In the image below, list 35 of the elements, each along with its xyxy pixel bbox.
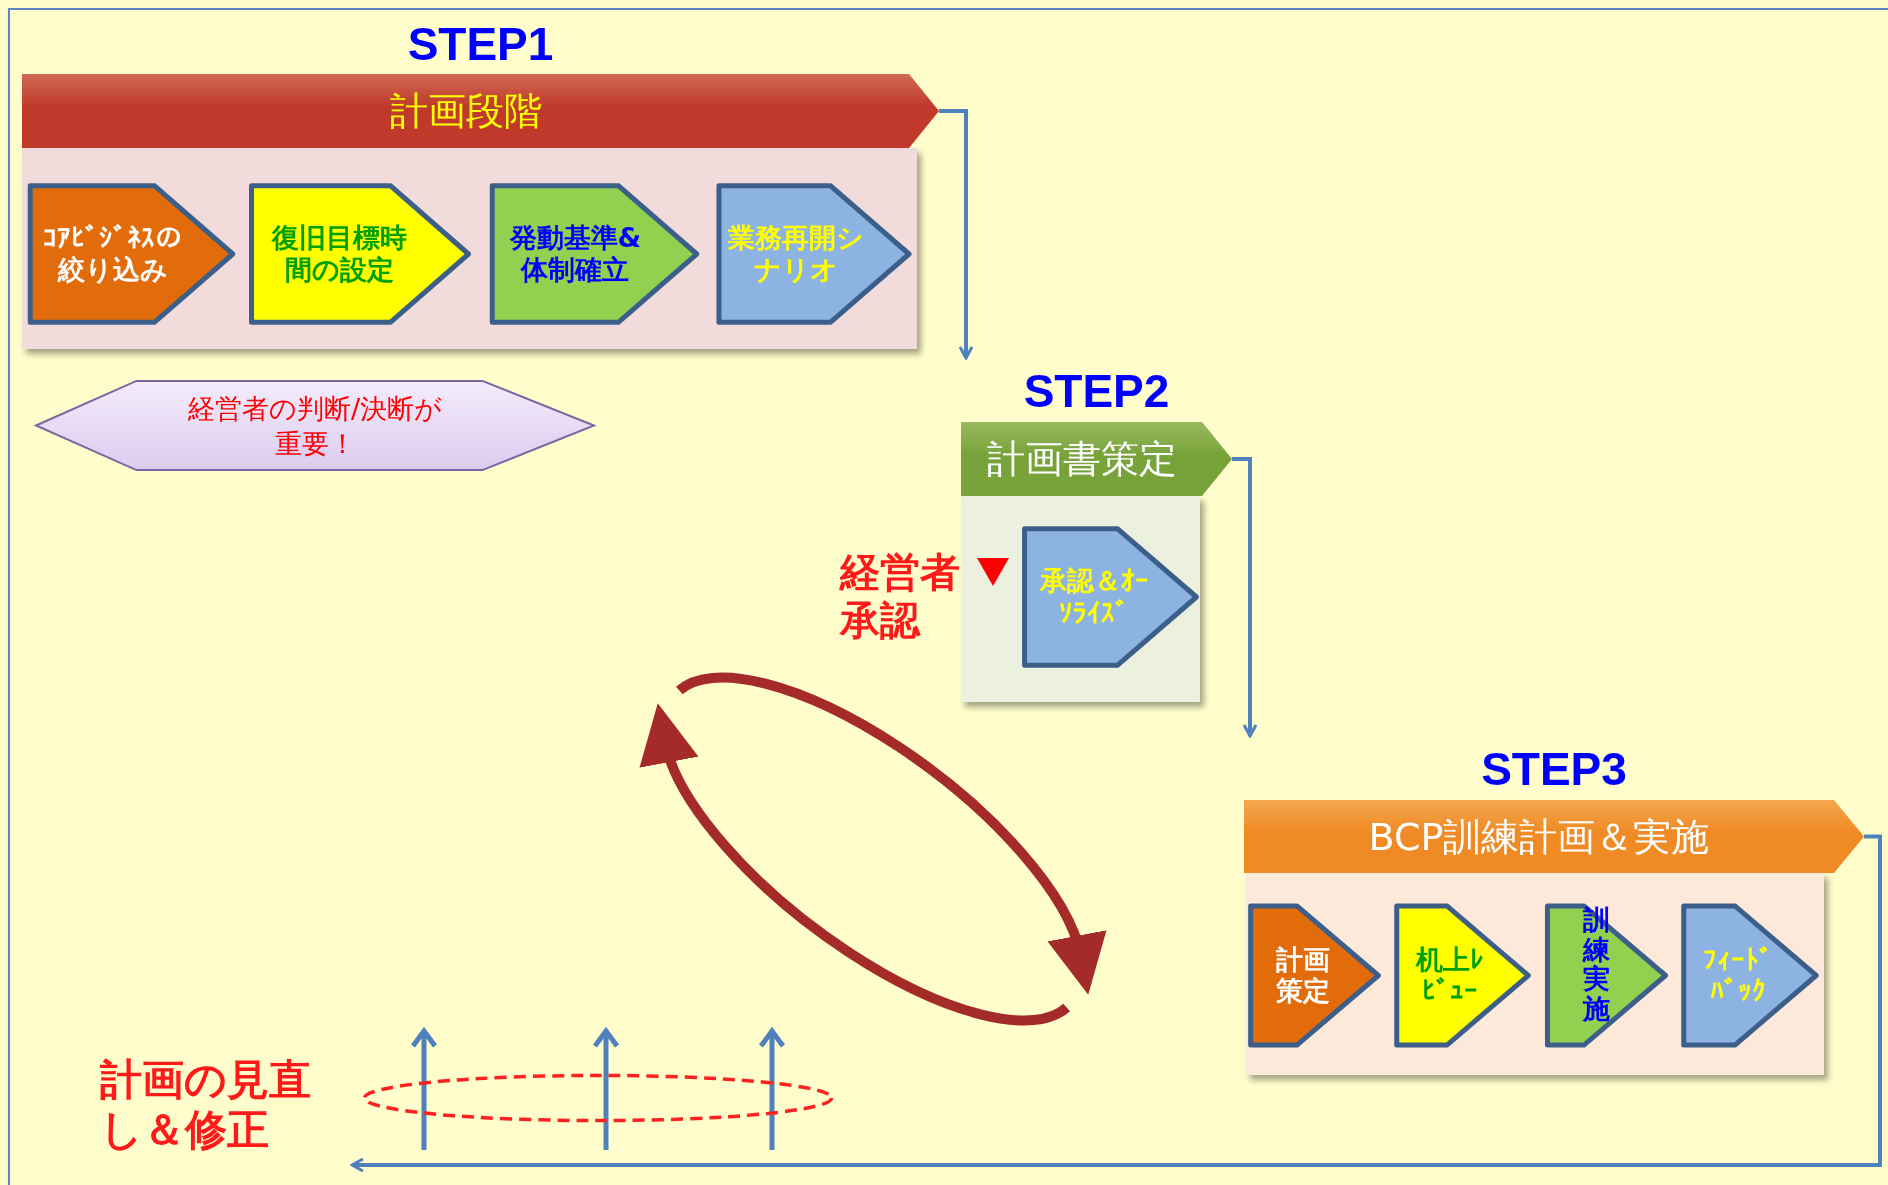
arrow [350,834,1882,1173]
chevron-label: 机上ﾚﾋﾞｭｰ [1414,943,1486,1008]
arrow [939,109,974,360]
process-step [715,183,913,325]
chevron-label: 業務再開シナリオ [727,222,866,286]
chevron-label: 訓練実施 [1582,905,1610,1024]
process-step [247,183,473,325]
annotation-text: 計画の見直し＆修正 [100,1055,312,1156]
annotation-text: 経営者承認 [840,548,961,644]
process-step [1248,903,1381,1048]
step-panel [22,148,917,349]
chevron-label: 復旧目標時間の設定 [270,222,409,286]
process-step [1021,526,1200,668]
process-step [1545,903,1668,1048]
step-panel [961,496,1200,702]
arrow [1232,457,1258,738]
banner-label: BCP訓練計画＆実施 [1367,817,1711,856]
process-step [26,183,237,325]
step-title: STEP2 [1022,364,1171,419]
dashed-ellipse [362,1074,834,1122]
chevron-label: 発動基準&体制確立 [508,222,643,286]
banner-label: 計画段階 [388,92,543,130]
process-step [1681,903,1819,1048]
banner-label: 計画書策定 [985,440,1178,478]
chevron-label: ｺｱﾋﾞｼﾞﾈｽの絞り込み [42,222,183,286]
chevron-label: ﾌｨｰﾄﾞﾊﾞｯｸ [1701,943,1774,1008]
chevron-label: 計画策定 [1274,943,1331,1008]
callout-text: 経営者の判断/決断が重要！ [186,391,444,461]
step-title: STEP3 [1480,742,1628,797]
process-step [488,183,701,325]
step-panel [1246,873,1824,1075]
hexagon-callout [36,380,594,471]
process-step [1394,903,1531,1048]
step-title: STEP1 [406,17,555,72]
chevron-label: 承認＆ｵｰｿﾗｲｽﾞ [1038,565,1150,629]
